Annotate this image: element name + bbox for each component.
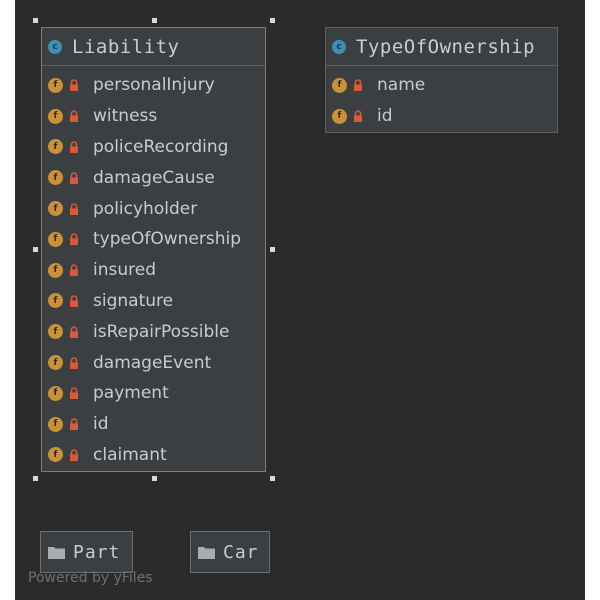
field-icon: f	[48, 324, 63, 340]
field-row[interactable]: f policyholder	[42, 193, 265, 224]
field-name: isRepairPossible	[93, 321, 230, 342]
field-list: f name f id	[326, 66, 557, 132]
field-name: policyholder	[93, 198, 198, 219]
field-row[interactable]: f damageCause	[42, 162, 265, 193]
class-node-type-of-ownership[interactable]: c TypeOfOwnership f name f id	[325, 27, 558, 133]
selection-handle[interactable]	[152, 18, 157, 23]
class-icon: c	[48, 39, 62, 54]
lock-icon	[70, 295, 78, 307]
lock-icon	[70, 418, 78, 431]
field-row[interactable]: f policeRecording	[42, 132, 265, 163]
lock-icon	[70, 356, 78, 369]
field-icon: f	[48, 170, 63, 186]
field-name: personalInjury	[93, 75, 215, 96]
field-row[interactable]: f personalInjury	[42, 70, 265, 101]
lock-icon	[354, 110, 362, 123]
field-row[interactable]: f insured	[42, 255, 265, 286]
field-name: claimant	[93, 444, 167, 465]
lock-icon	[70, 172, 78, 184]
selection-handle[interactable]	[33, 18, 38, 23]
class-header: c Liability	[42, 28, 265, 66]
field-row[interactable]: f isRepairPossible	[42, 316, 265, 347]
field-icon: f	[48, 385, 63, 401]
class-node-liability[interactable]: c Liability f personalInjury f witness f poli…	[41, 27, 266, 472]
field-icon: f	[48, 201, 63, 217]
field-name: witness	[93, 106, 158, 127]
field-icon: f	[48, 77, 63, 93]
package-label: Car	[223, 541, 259, 563]
field-row[interactable]: f claimant	[42, 440, 265, 471]
field-name: signature	[93, 290, 174, 311]
field-name: payment	[93, 383, 169, 404]
field-icon: f	[48, 139, 63, 155]
field-name: insured	[93, 260, 156, 281]
field-icon: f	[48, 447, 63, 463]
field-name: damageEvent	[93, 352, 212, 373]
field-name: policeRecording	[93, 136, 229, 157]
field-icon: f	[48, 262, 63, 278]
field-row[interactable]: f damageEvent	[42, 347, 265, 378]
lock-icon	[70, 233, 78, 246]
field-name: typeOfOwnership	[93, 229, 241, 250]
package-node-part[interactable]: Part	[40, 531, 133, 573]
lock-icon	[354, 79, 362, 92]
selection-handle[interactable]	[270, 18, 275, 23]
folder-icon	[48, 547, 65, 559]
field-icon: f	[332, 77, 347, 93]
field-icon: f	[48, 416, 63, 432]
lock-icon	[70, 141, 78, 153]
selection-handle[interactable]	[33, 247, 38, 252]
package-label: Part	[73, 541, 121, 563]
selection-handle[interactable]	[270, 247, 275, 252]
field-icon: f	[332, 108, 347, 124]
lock-icon	[70, 387, 78, 400]
field-icon: f	[48, 231, 63, 247]
field-name: damageCause	[93, 167, 215, 188]
field-row[interactable]: f id	[42, 409, 265, 440]
field-row[interactable]: f name	[326, 70, 557, 101]
lock-icon	[70, 110, 78, 123]
lock-icon	[70, 202, 78, 215]
class-name: TypeOfOwnership	[356, 35, 536, 58]
folder-icon	[198, 547, 215, 559]
class-icon: c	[332, 39, 346, 54]
field-name: id	[93, 414, 109, 435]
field-row[interactable]: f witness	[42, 101, 265, 132]
powered-by-watermark: Powered by yFiles	[28, 570, 153, 586]
field-icon: f	[48, 293, 63, 309]
field-icon: f	[48, 108, 63, 124]
selection-handle[interactable]	[152, 476, 157, 481]
lock-icon	[70, 325, 78, 338]
lock-icon	[70, 79, 78, 92]
package-node-car[interactable]: Car	[190, 531, 270, 573]
field-row[interactable]: f signature	[42, 286, 265, 317]
field-row[interactable]: f payment	[42, 378, 265, 409]
lock-icon	[70, 264, 78, 277]
field-name: id	[377, 106, 393, 127]
class-header: c TypeOfOwnership	[326, 28, 557, 66]
field-name: name	[377, 75, 426, 96]
field-icon: f	[48, 355, 63, 371]
field-row[interactable]: f typeOfOwnership	[42, 224, 265, 255]
lock-icon	[70, 449, 78, 461]
selection-handle[interactable]	[33, 476, 38, 481]
class-name: Liability	[72, 35, 180, 58]
selection-handle[interactable]	[270, 476, 275, 481]
field-row[interactable]: f id	[326, 101, 557, 132]
